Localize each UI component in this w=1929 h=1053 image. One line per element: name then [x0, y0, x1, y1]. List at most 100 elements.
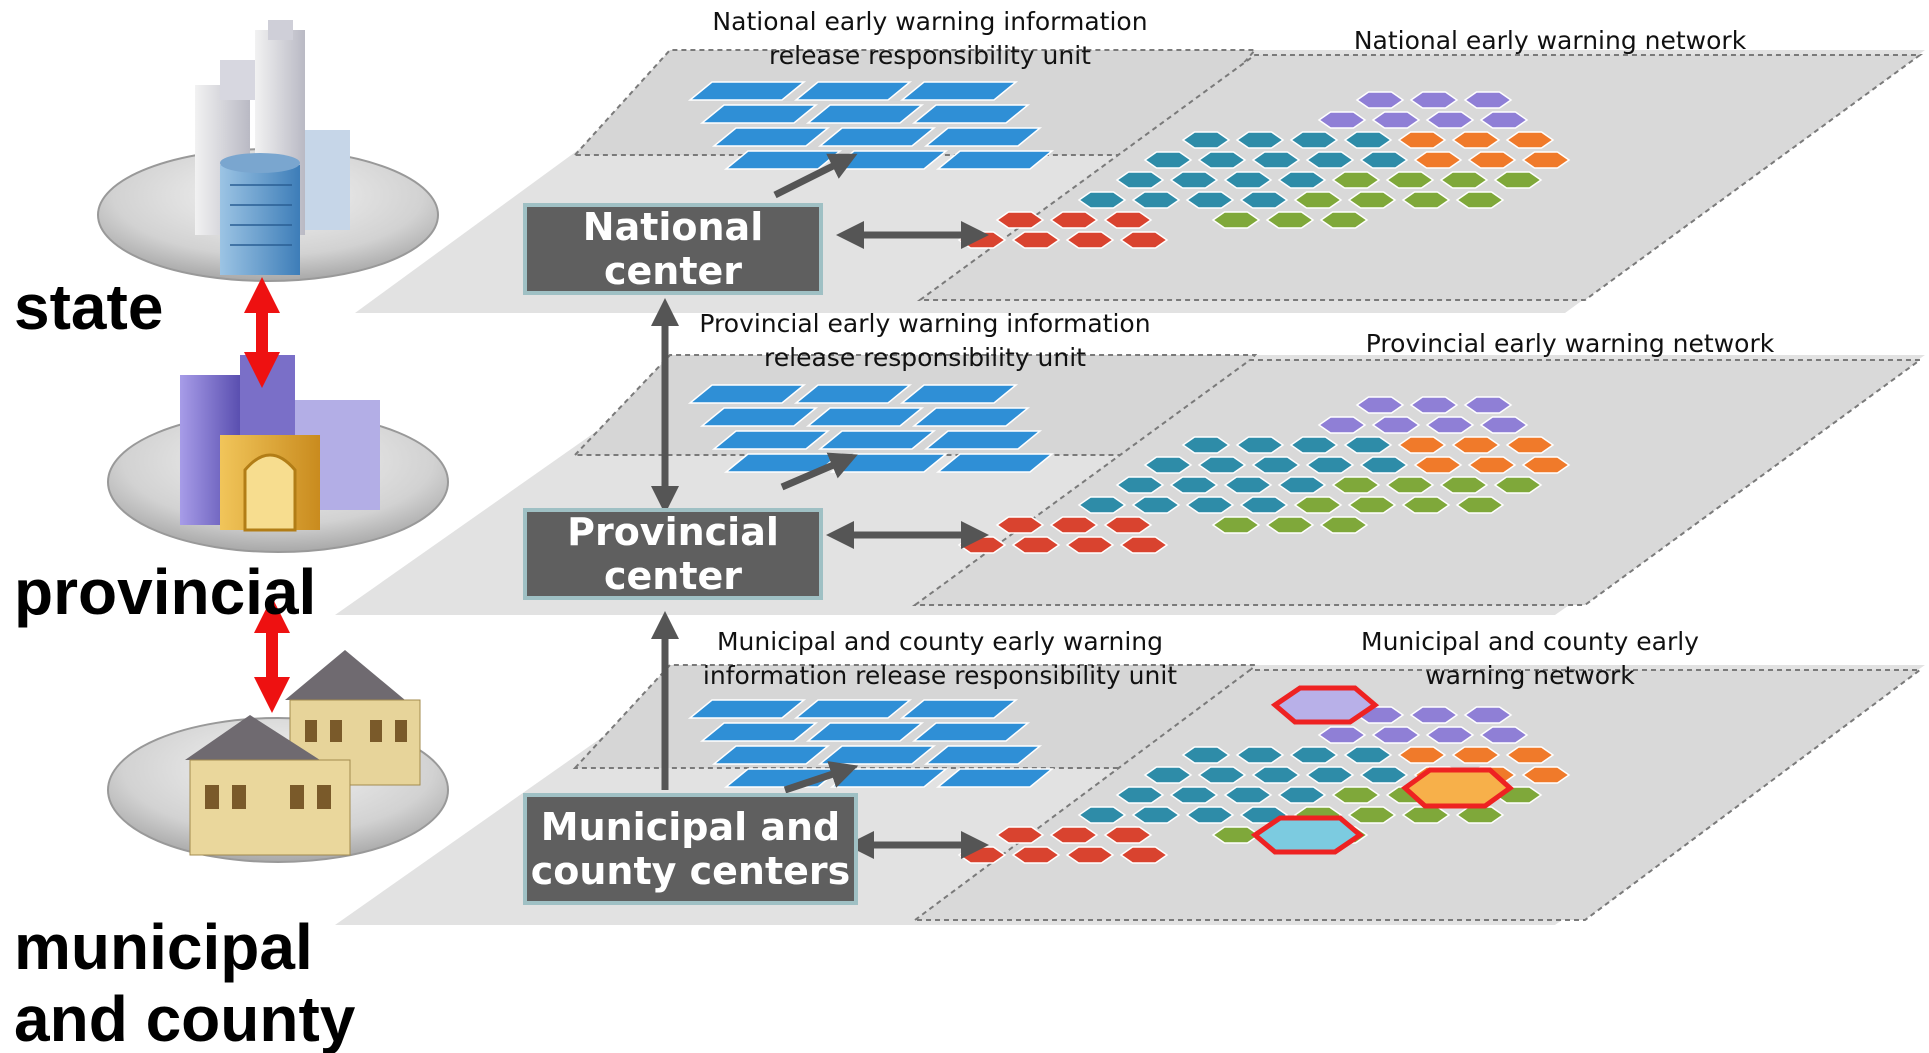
hex-network-provincial: [957, 396, 1571, 554]
network-hex: [1169, 171, 1219, 189]
network-hex: [1397, 746, 1447, 764]
network-hex: [1359, 766, 1409, 784]
unit-tile: [793, 384, 913, 404]
unit-tile: [687, 81, 807, 101]
network-hex: [1409, 91, 1459, 109]
network-hex: [1065, 536, 1115, 554]
unit-tiles-provincial: [687, 384, 1055, 473]
network-hex: [1065, 231, 1115, 249]
unit-tile: [817, 127, 937, 147]
network-hex: [1439, 171, 1489, 189]
network-hex: [1359, 456, 1409, 474]
network-hex: [1425, 416, 1475, 434]
provincial-center-box: Provincial center: [523, 508, 823, 600]
network-hex: [1077, 191, 1127, 209]
caption-municipal-network: Municipal and county early warning netwo…: [1361, 627, 1699, 690]
unit-tile: [817, 430, 937, 450]
network-hex: [1425, 111, 1475, 129]
network-hex: [1467, 151, 1517, 169]
network-hex: [1463, 91, 1513, 109]
network-hex: [1277, 171, 1327, 189]
network-hex: [1251, 456, 1301, 474]
unit-tile: [923, 430, 1043, 450]
network-hex: [1143, 456, 1193, 474]
network-hex: [1463, 396, 1513, 414]
network-hex: [1401, 191, 1451, 209]
network-hex: [1505, 131, 1555, 149]
network-hex: [957, 846, 1007, 864]
network-hex: [1115, 171, 1165, 189]
network-hex: [1235, 436, 1285, 454]
unit-tile: [911, 104, 1031, 124]
network-hex: [1197, 766, 1247, 784]
network-hex: [1409, 396, 1459, 414]
unit-tile: [923, 745, 1043, 765]
network-hex: [1409, 706, 1459, 724]
townhouse-icon: [107, 650, 449, 863]
network-hex: [1049, 211, 1099, 229]
network-hex: [1347, 806, 1397, 824]
network-hex: [1251, 151, 1301, 169]
network-hex: [1479, 111, 1529, 129]
unit-tile: [899, 81, 1019, 101]
unit-tile: [899, 699, 1019, 719]
network-hex: [1011, 536, 1061, 554]
connector-arrows: [651, 153, 989, 859]
network-hex: [1277, 476, 1327, 494]
unit-tile: [805, 407, 925, 427]
network-hex: [1505, 436, 1555, 454]
network-hex: [1235, 131, 1285, 149]
network-hex: [1277, 786, 1327, 804]
network-hex: [1397, 131, 1447, 149]
network-hex: [1143, 766, 1193, 784]
unit-tile: [711, 430, 831, 450]
hierarchy-arrows: [244, 277, 290, 713]
caption-national-network: National early warning network: [1353, 26, 1747, 55]
city-buildings-icon: [107, 355, 449, 553]
network-hex: [1343, 436, 1393, 454]
level-label-state: state: [14, 271, 164, 343]
network-hex: [1371, 111, 1421, 129]
unit-tile: [899, 384, 1019, 404]
network-hex: [1413, 456, 1463, 474]
unit-tile: [793, 81, 913, 101]
network-hex: [1479, 726, 1529, 744]
network-hex: [1239, 496, 1289, 514]
network-hex: [1169, 476, 1219, 494]
network-hex: [1049, 826, 1099, 844]
network-hex: [1011, 846, 1061, 864]
network-hex: [1521, 766, 1571, 784]
network-hex: [995, 826, 1045, 844]
network-hex: [1103, 826, 1153, 844]
network-hex: [1265, 516, 1315, 534]
network-hex: [1185, 806, 1235, 824]
network-hex: [1077, 806, 1127, 824]
unit-tile: [699, 407, 819, 427]
unit-tile: [817, 745, 937, 765]
network-hex: [1451, 746, 1501, 764]
network-hex: [1371, 726, 1421, 744]
unit-tile: [923, 127, 1043, 147]
network-hex: [1239, 191, 1289, 209]
municipal-center-box: Municipal and county centers: [523, 793, 858, 905]
network-hex: [1265, 211, 1315, 229]
network-hex: [1355, 396, 1405, 414]
network-hex: [1319, 211, 1369, 229]
network-hex: [1223, 786, 1273, 804]
unit-tile: [935, 768, 1055, 788]
unit-tile: [805, 104, 925, 124]
network-hex: [1131, 191, 1181, 209]
network-hex: [1355, 91, 1405, 109]
network-hex: [1169, 786, 1219, 804]
network-hex: [1181, 131, 1231, 149]
network-hex: [1331, 786, 1381, 804]
network-hex: [1235, 746, 1285, 764]
national-center-box: National center: [523, 203, 823, 295]
caption-municipal-unit: Municipal and county early warning infor…: [702, 627, 1178, 690]
network-hex: [1343, 746, 1393, 764]
network-hex: [1181, 436, 1231, 454]
network-hex: [1251, 766, 1301, 784]
network-hex: [1305, 456, 1355, 474]
